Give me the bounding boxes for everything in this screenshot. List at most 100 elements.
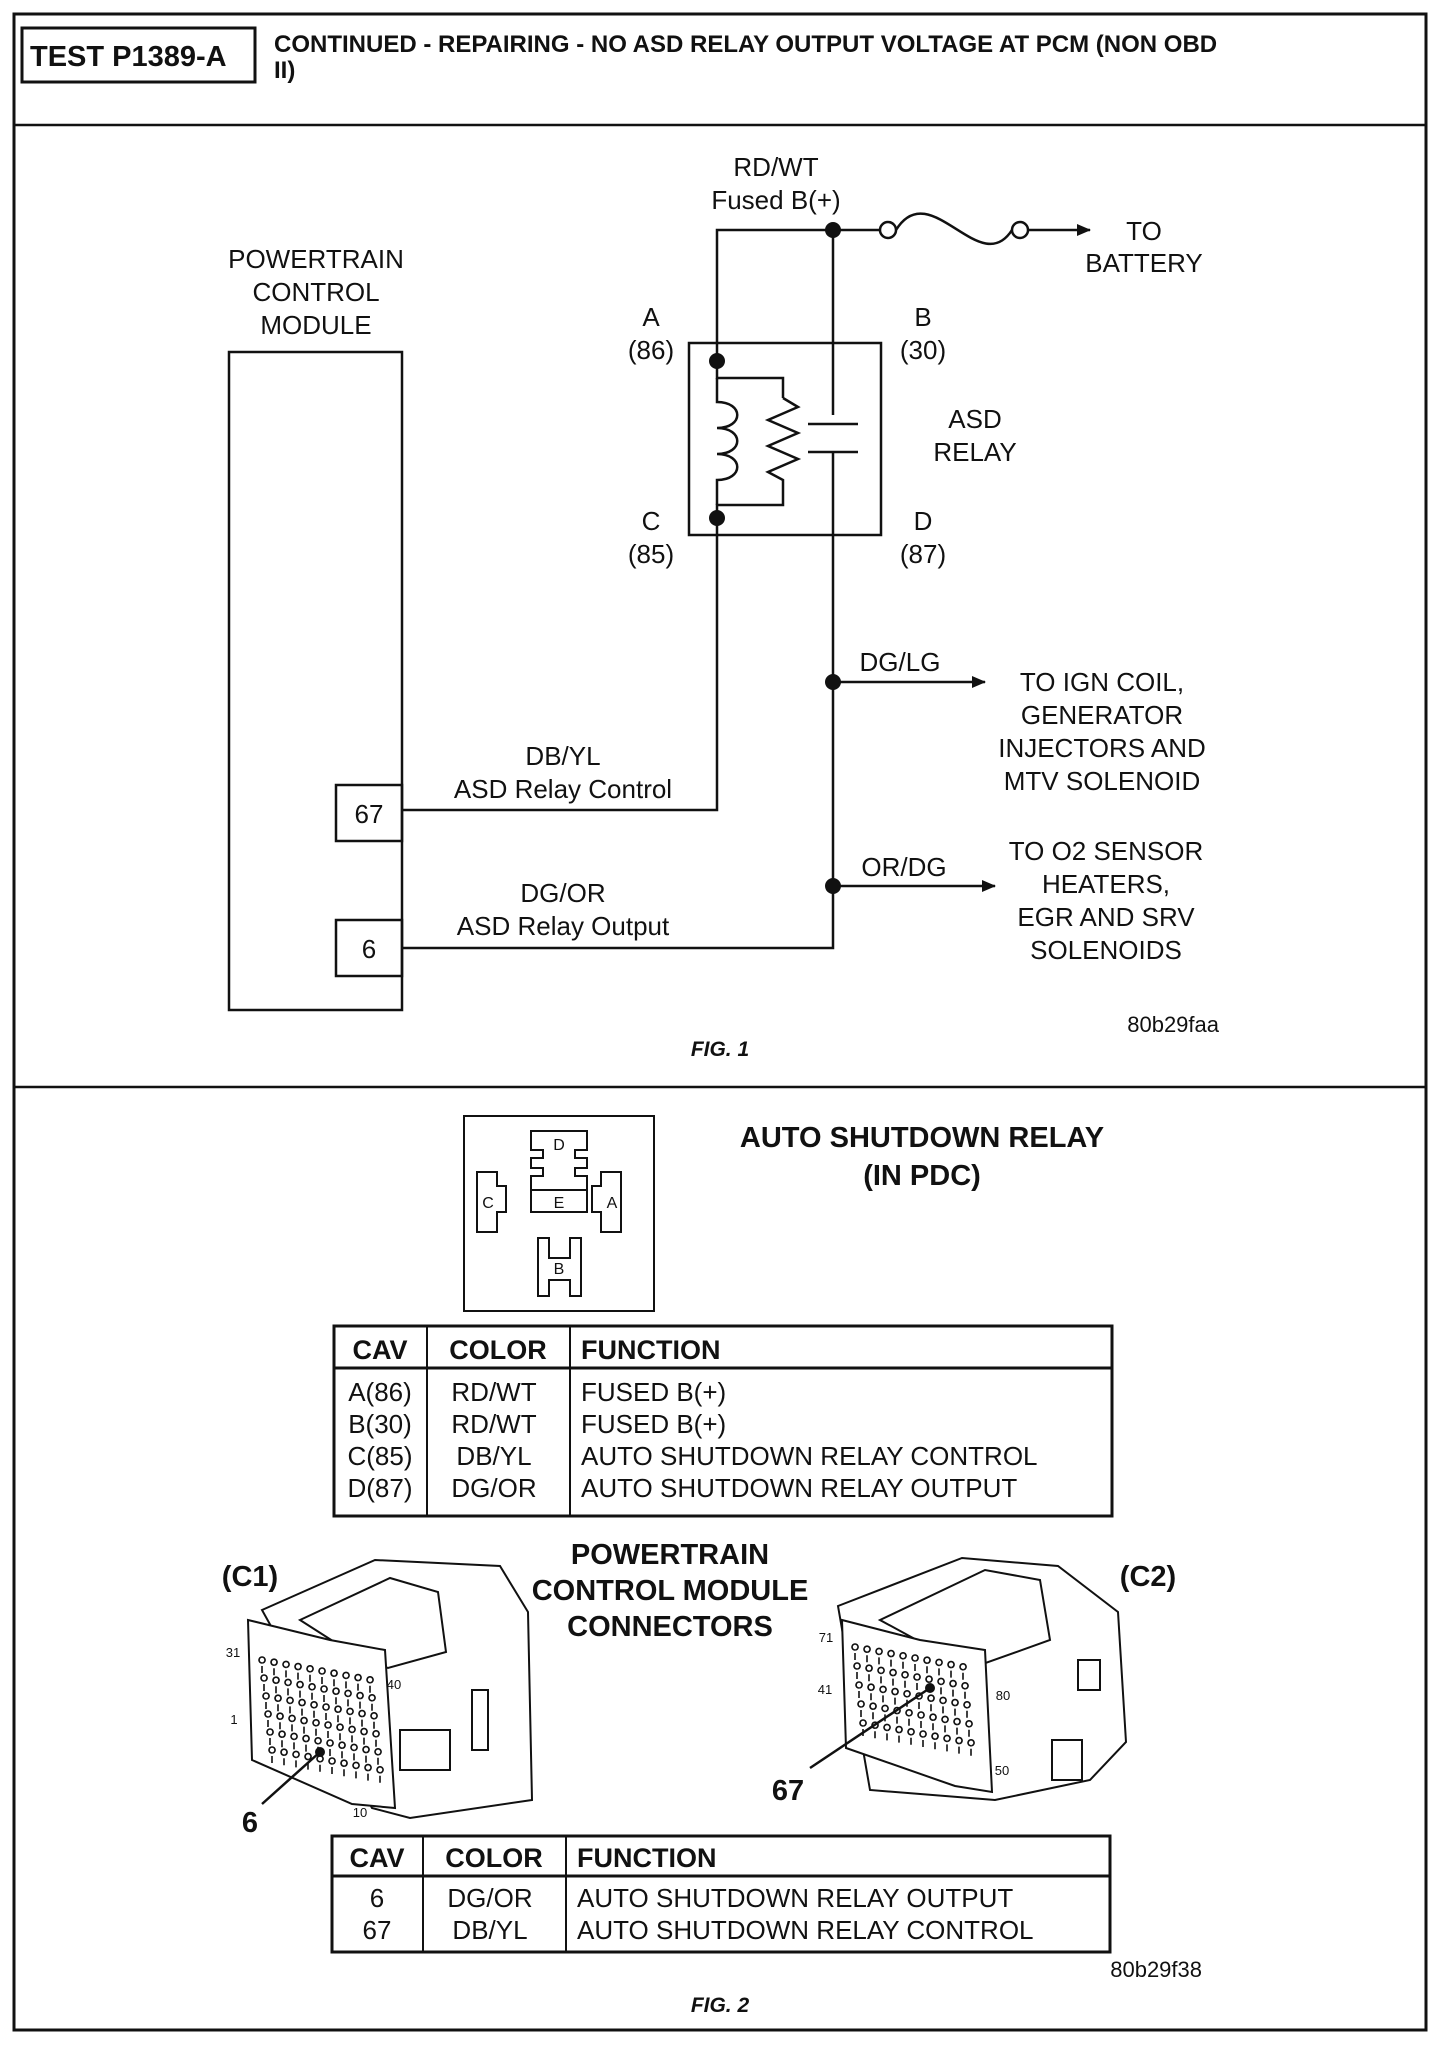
c1-pin-cavity	[344, 1689, 352, 1707]
branch2-dest-line2: HEATERS,	[1042, 869, 1170, 899]
fused-b-wire	[715, 228, 833, 361]
c2-pin-cavity	[891, 1687, 899, 1705]
c2-pin-cavity	[923, 1656, 931, 1674]
c1-pin-cavity	[278, 1730, 286, 1748]
c2-pin-71: 71	[819, 1630, 833, 1645]
c2-pin-cavity	[853, 1662, 861, 1679]
c1-pin-cavity	[266, 1728, 274, 1745]
pdc-letter-e: E	[554, 1195, 565, 1212]
junction-terminal-c	[709, 510, 725, 526]
c1-pin-cavity	[322, 1703, 330, 1720]
c2-callout: 67	[772, 1775, 804, 1807]
table1-cell: B(30)	[348, 1409, 412, 1439]
terminal-c-letter: C	[642, 506, 661, 536]
c1-pin-cavity	[268, 1746, 276, 1763]
c2-pin-cavity	[913, 1673, 921, 1690]
out-wire-desc: ASD Relay Output	[457, 911, 670, 941]
table2-cell: 6	[370, 1883, 384, 1913]
pin-6-label: 6	[362, 934, 376, 964]
fig2-caption: FIG. 2	[691, 1994, 750, 2017]
junction-terminal-a	[709, 353, 725, 369]
branch2-dest-line4: SOLENOIDS	[1030, 935, 1182, 965]
c1-pin-cavity	[342, 1671, 350, 1689]
relay-label-line2: RELAY	[933, 437, 1016, 467]
table2-cell: AUTO SHUTDOWN RELAY OUTPUT	[577, 1883, 1013, 1913]
branch2-dest-line1: TO O2 SENSOR	[1009, 836, 1204, 866]
c2-pin-cavity	[915, 1692, 923, 1709]
pcm-cavity-table: CAV COLOR FUNCTION 6 DG/OR AUTO SHUTDOWN…	[330, 1834, 1112, 1954]
table1-cell: AUTO SHUTDOWN RELAY CONTROL	[581, 1441, 1038, 1471]
table1-cell: AUTO SHUTDOWN RELAY OUTPUT	[581, 1473, 1017, 1503]
c1-pin-cavity	[360, 1727, 368, 1745]
c1-pin-cavity	[312, 1719, 320, 1736]
c2-pin-cavity	[879, 1685, 887, 1703]
relay-cavity-table: CAV COLOR FUNCTION A(86) RD/WT FUSED B(+…	[332, 1324, 1114, 1518]
relay-coil-symbol	[715, 378, 739, 505]
c2-callout-leader	[809, 1686, 931, 1770]
c2-pin-cavity	[917, 1711, 925, 1728]
relay-coil-rails-bottom	[715, 488, 785, 518]
table2-header-color: COLOR	[445, 1843, 543, 1873]
c1-pin-cavity	[352, 1761, 360, 1779]
pdc-cavity-diagram	[463, 1115, 655, 1312]
c1-pin-cavity	[330, 1669, 338, 1687]
header-title-line1: CONTINUED - REPAIRING - NO ASD RELAY OUT…	[274, 31, 1217, 58]
c1-pin-cavity	[258, 1656, 266, 1673]
c1-pin-cavity	[334, 1705, 342, 1723]
branch2-color: OR/DG	[861, 852, 946, 882]
c1-pin-cavity	[374, 1748, 382, 1765]
c2-clip-top	[1077, 1659, 1101, 1691]
c1-pin-cavity	[332, 1687, 340, 1705]
pdc-letter-a: A	[607, 1195, 618, 1212]
pin-67-box	[334, 783, 404, 843]
fig1-caption: FIG. 1	[691, 1038, 749, 1061]
c1-pin-cavity	[336, 1723, 344, 1741]
c1-pin-cavity	[292, 1750, 300, 1768]
c1-pin-cavity	[284, 1678, 292, 1696]
c1-pin-cavity	[300, 1716, 308, 1734]
pdc-cavity-b	[537, 1237, 582, 1297]
table2-cell: 67	[363, 1915, 392, 1945]
c1-pin-cavity	[290, 1732, 298, 1750]
c1-pin-cavity	[276, 1712, 284, 1730]
c1-pin-field	[258, 1656, 384, 1783]
c2-pin-cavity	[889, 1668, 897, 1686]
ctrl-wire-desc: ASD Relay Control	[454, 774, 672, 804]
branch1-dest-line2: GENERATOR	[1021, 700, 1183, 730]
c2-pin-cavity	[929, 1713, 937, 1731]
table1-header-function: FUNCTION	[581, 1335, 720, 1365]
c1-pin-cavity	[364, 1763, 372, 1781]
c2-pin-cavity	[963, 1701, 971, 1718]
table1-header-color: COLOR	[449, 1335, 547, 1365]
c1-pin-cavity	[274, 1694, 282, 1712]
c2-pin-cavity	[943, 1734, 951, 1752]
c2-pin-80: 80	[996, 1688, 1010, 1703]
connectors-title-line2: CONTROL MODULE	[532, 1575, 809, 1607]
terminal-c-number: (85)	[628, 539, 674, 569]
fig1-schematic	[227, 212, 1091, 1012]
table1-cell: DG/OR	[451, 1473, 536, 1503]
c2-pin-cavity	[895, 1725, 903, 1743]
fuse-terminal-right	[1010, 220, 1030, 240]
table2-header-cav: CAV	[349, 1843, 404, 1873]
c1-callout: 6	[242, 1807, 258, 1839]
c2-pin-field	[851, 1643, 975, 1756]
junction-fused-b	[825, 222, 841, 238]
c1-pin-cavity	[310, 1701, 318, 1718]
ctrl-wire-color: DB/YL	[525, 741, 600, 771]
connectors-title-line1: POWERTRAIN	[571, 1539, 769, 1571]
c1-pin-cavity	[376, 1766, 384, 1783]
asd-relay-box	[687, 341, 883, 537]
c2-pin-cavity	[949, 1679, 957, 1697]
fig1-junctions	[709, 222, 841, 894]
c2-pin-cavity	[955, 1736, 963, 1754]
c1-pin-10: 10	[353, 1805, 367, 1820]
c1-pin-cavity	[370, 1712, 378, 1729]
table1-cell: A(86)	[348, 1377, 412, 1407]
out-wire-color: DG/OR	[520, 878, 605, 908]
table1-cell: FUSED B(+)	[581, 1377, 726, 1407]
fig2-code: 80b29f38	[1110, 1957, 1202, 1982]
page-border	[12, 12, 1428, 2032]
top-wire-desc: Fused B(+)	[711, 185, 840, 215]
c2-pin-cavity	[877, 1666, 885, 1684]
